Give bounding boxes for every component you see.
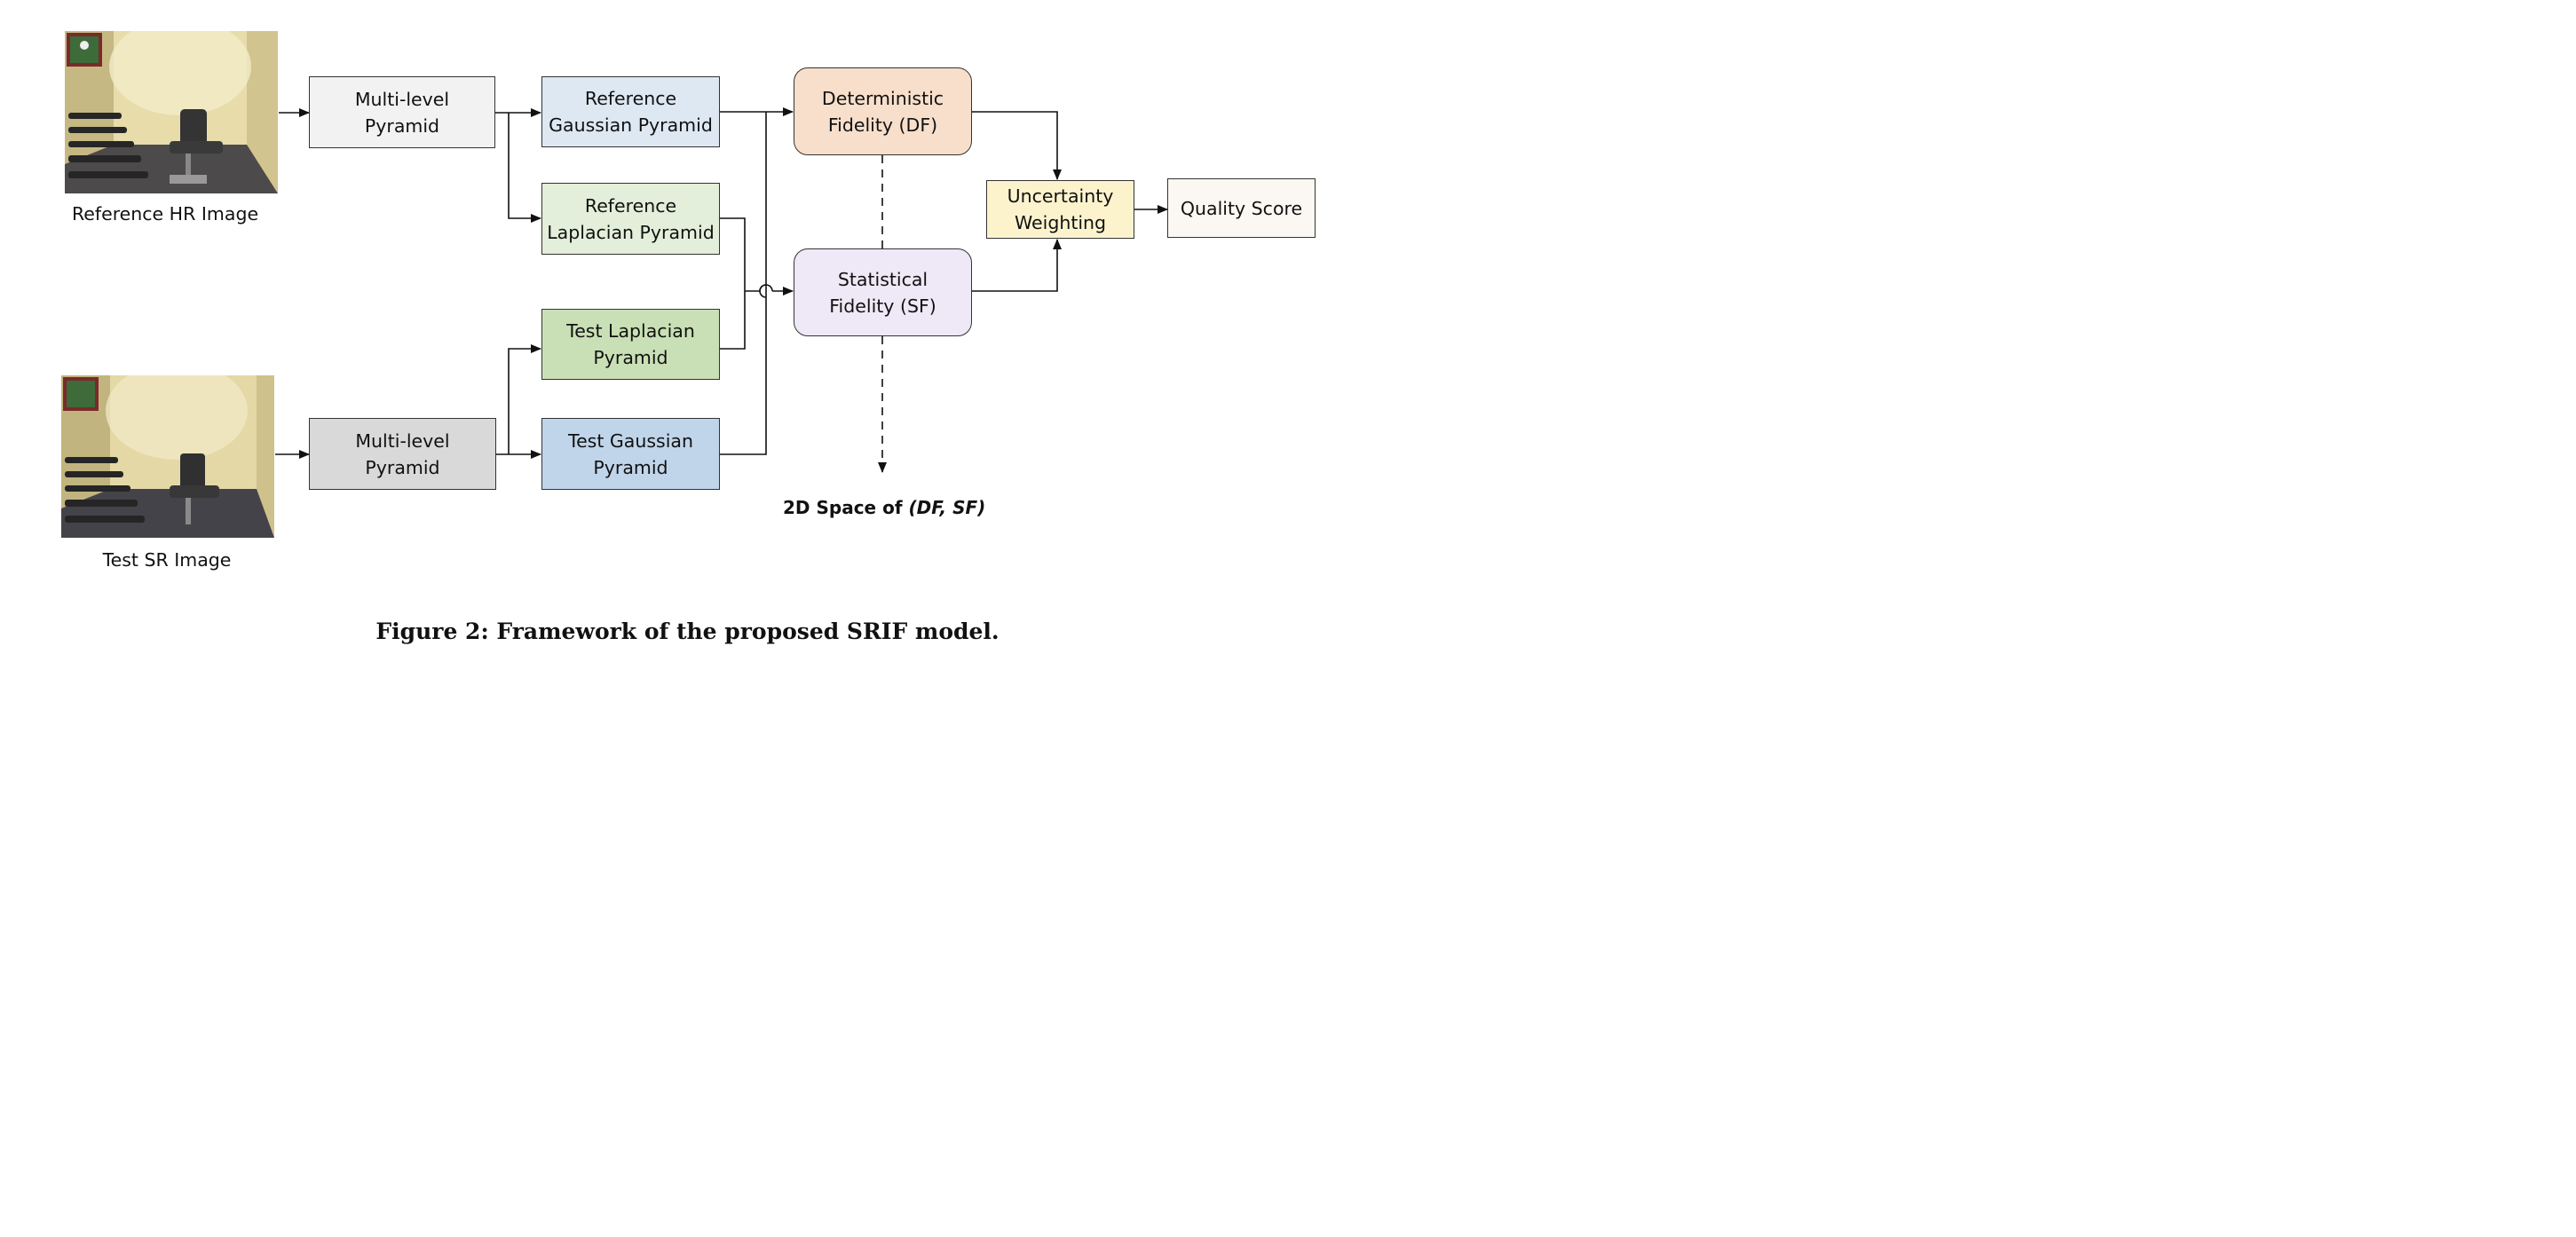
2d-space-axes: (DF, SF): [908, 497, 986, 518]
line-test-laplacian-out: [720, 291, 746, 350]
connector-lines: [275, 107, 1168, 473]
line-ref-laplacian-out: [720, 217, 746, 291]
ref-multilevel-pyramid-box: Multi-level Pyramid: [309, 76, 495, 148]
line-test-gaussian-to-df: [720, 112, 767, 455]
uncertainty-weighting-box: Uncertainty Weighting: [986, 180, 1134, 239]
arrow-test-pyramid-to-laplacian: [508, 344, 541, 454]
test-sr-image-label: Test SR Image: [102, 549, 232, 571]
quality-score-box: Quality Score: [1167, 178, 1316, 238]
statistical-fidelity-box: Statistical Fidelity (SF): [794, 248, 972, 336]
2d-space-prefix: 2D Space of: [783, 497, 909, 518]
arrow-sf-to-uncertainty: [972, 239, 1062, 292]
test-laplacian-pyramid-box: Test Laplacian Pyramid: [541, 309, 720, 380]
figure-caption: Figure 2: Framework of the proposed SRIF…: [375, 618, 1000, 644]
deterministic-fidelity-box: Deterministic Fidelity (DF): [794, 67, 972, 155]
2d-space-label: 2D Space of (DF, SF): [783, 497, 985, 518]
reference-hr-image: [65, 31, 278, 193]
ref-gaussian-pyramid-box: Reference Gaussian Pyramid: [541, 76, 720, 147]
ref-laplacian-pyramid-box: Reference Laplacian Pyramid: [541, 183, 720, 255]
line-hop: [759, 284, 773, 292]
test-gaussian-pyramid-box: Test Gaussian Pyramid: [541, 418, 720, 490]
test-sr-image: [61, 375, 274, 538]
reference-hr-image-label: Reference HR Image: [71, 203, 259, 225]
test-multilevel-pyramid-box: Multi-level Pyramid: [309, 418, 496, 490]
arrow-df-to-uncertainty: [972, 111, 1062, 180]
framework-diagram: Reference HR Image Test SR Image Multi-l…: [0, 0, 1375, 660]
arrow-ref-pyramid-to-laplacian: [508, 113, 541, 223]
